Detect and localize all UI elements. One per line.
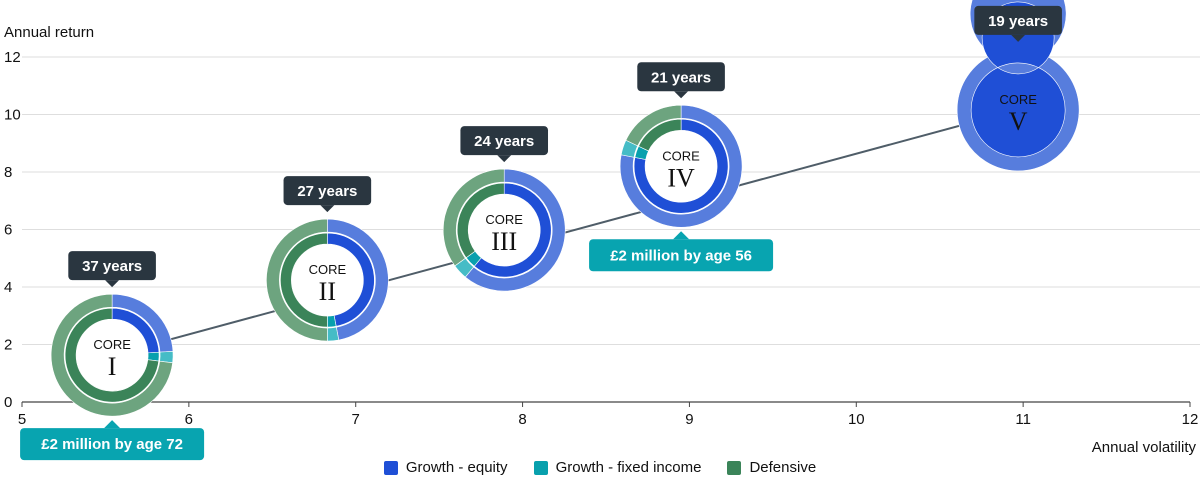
tooltip-box [283, 176, 372, 206]
tooltip-pointer [497, 155, 512, 163]
outer-segment-fixed-income [159, 350, 174, 364]
donut-numeral: V [1009, 107, 1028, 136]
y-tick-label: 2 [4, 337, 12, 354]
tooltip-text: 21 years [651, 69, 711, 86]
outer-segment-defensive [442, 168, 505, 267]
callout-text: £2 million by age 56 [610, 247, 752, 264]
x-tick-label: 10 [848, 411, 865, 428]
x-axis-label: Annual volatility [1092, 439, 1197, 456]
x-tick-label: 5 [18, 411, 26, 428]
inner-segment-equity [970, 1, 1066, 158]
legend-label: Growth - equity [405, 459, 508, 476]
legend-swatch [727, 460, 742, 475]
callout-pointer [104, 420, 121, 429]
callout-text: £2 million by age 72 [41, 436, 183, 453]
years-tooltip: 24 years [460, 126, 549, 163]
tooltip-box [460, 126, 549, 156]
tooltip-pointer [1011, 34, 1026, 42]
tooltip-pointer [674, 91, 689, 99]
y-tick-label: 6 [4, 222, 12, 239]
legend-item-fixed-income: Growth - fixed income [533, 459, 702, 476]
inner-segment-defensive [638, 118, 682, 152]
callout-box [589, 239, 774, 272]
tooltip-box [637, 62, 725, 92]
legend-label: Growth - fixed income [555, 459, 702, 476]
tooltip-text: 37 years [82, 258, 142, 275]
callout-pointer [673, 231, 690, 240]
donut-label: CORE [309, 262, 347, 277]
inner-segment-equity [633, 118, 729, 214]
donut-numeral: I [108, 352, 117, 381]
donut-numeral: III [491, 227, 517, 256]
outer-segment-equity [619, 104, 743, 228]
tooltip-pointer [105, 280, 120, 288]
y-tick-label: 4 [4, 279, 12, 296]
x-tick-label: 11 [1015, 411, 1031, 428]
x-tick-label: 8 [518, 411, 526, 428]
donut-numeral: II [319, 277, 336, 306]
donut-label: CORE [93, 337, 131, 352]
years-tooltip: 27 years [283, 176, 372, 213]
tooltip-text: 24 years [474, 133, 534, 150]
x-tick-label: 12 [1182, 411, 1199, 428]
outer-segment-defensive [50, 293, 173, 417]
y-axis-label: Annual return [4, 24, 94, 41]
y-tick-label: 0 [4, 394, 12, 411]
wealth-callout: £2 million by age 72 [20, 420, 205, 461]
donut-numeral: IV [667, 163, 695, 192]
outer-segment-defensive [266, 218, 328, 342]
legend-swatch [533, 460, 548, 475]
x-tick-label: 7 [352, 411, 360, 428]
tooltip-box [974, 5, 1062, 35]
callout-box [20, 428, 205, 461]
y-tick-label: 10 [4, 107, 21, 124]
donut-label: CORE [662, 148, 700, 163]
tooltip-text: 19 years [988, 13, 1048, 30]
tooltip-text: 27 years [297, 183, 357, 200]
legend-swatch [383, 460, 398, 475]
legend-item-equity: Growth - equity [383, 459, 508, 476]
inner-segment-defensive [280, 232, 328, 328]
donut-label: CORE [485, 212, 523, 227]
years-tooltip: 37 years [68, 251, 156, 288]
years-tooltip: 19 years [974, 5, 1062, 42]
years-tooltip: 21 years [637, 62, 725, 99]
legend-item-defensive: Defensive [727, 459, 816, 476]
y-tick-label: 8 [4, 164, 12, 181]
tooltip-box [68, 251, 156, 281]
legend: Growth - equity Growth - fixed income De… [0, 459, 1200, 476]
x-tick-label: 9 [685, 411, 693, 428]
x-tick-label: 6 [185, 411, 193, 428]
y-tick-label: 12 [4, 49, 21, 66]
inner-segment-defensive [64, 307, 160, 403]
tooltip-pointer [320, 205, 335, 213]
outer-segment-defensive [625, 104, 682, 147]
donut-label: CORE [999, 92, 1037, 107]
legend-label: Defensive [749, 459, 817, 476]
inner-segment-defensive [456, 182, 505, 259]
wealth-callout: £2 million by age 56 [589, 231, 774, 272]
